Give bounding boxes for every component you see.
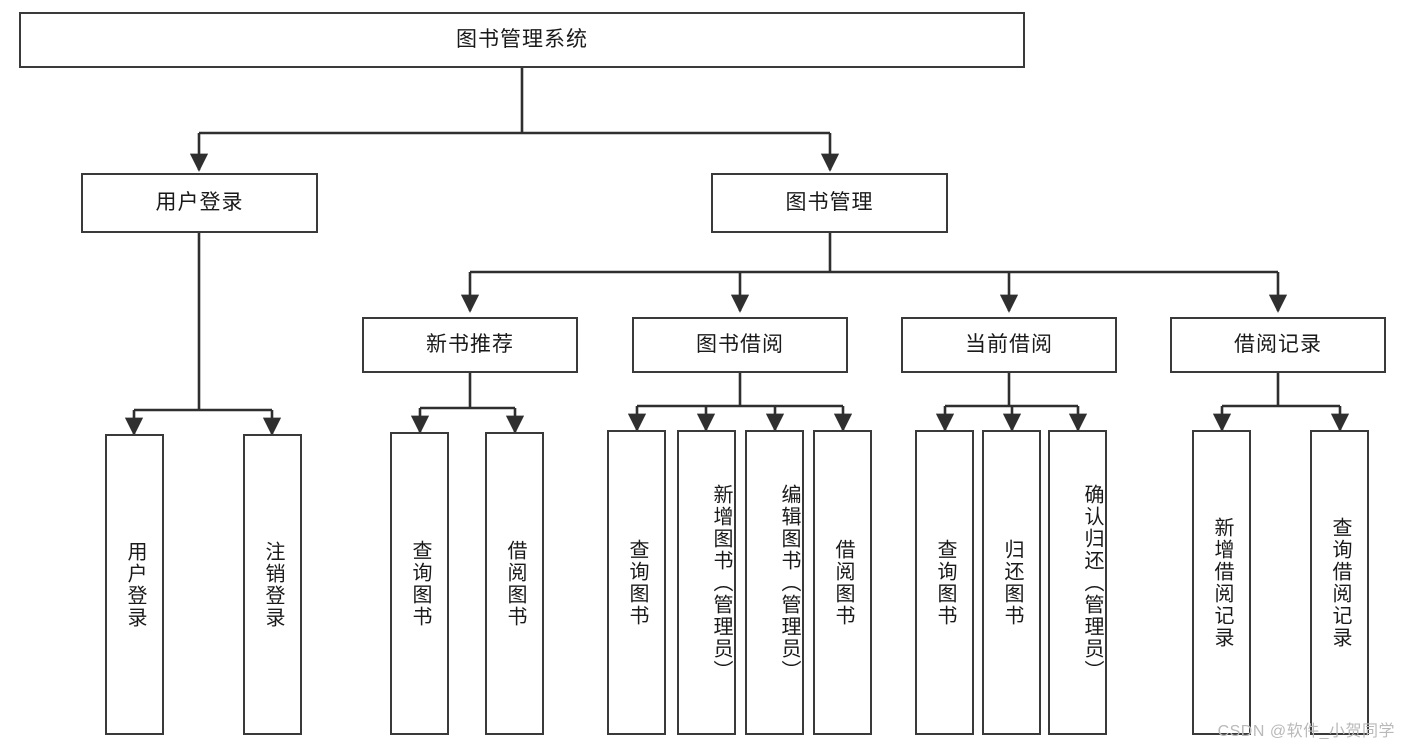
node-root-system-label: 图书管理系统 <box>456 28 588 52</box>
node-leaf-book-borrow-edit[interactable]: 编辑图书（管理员） <box>745 430 804 735</box>
node-borrow-record[interactable]: 借阅记录 <box>1170 317 1386 373</box>
node-leaf-user-login-signin-label: 用户登录 <box>124 540 146 629</box>
node-leaf-current-borrow-confirm[interactable]: 确认归还（管理员） <box>1048 430 1107 735</box>
node-leaf-book-borrow-add[interactable]: 新增图书（管理员） <box>677 430 736 735</box>
node-book-management[interactable]: 图书管理 <box>711 173 948 233</box>
node-leaf-current-borrow-query-label: 查询图书 <box>934 538 956 627</box>
node-leaf-borrow-record-query[interactable]: 查询借阅记录 <box>1310 430 1369 735</box>
node-leaf-user-login-logout[interactable]: 注销登录 <box>243 434 302 735</box>
node-leaf-book-borrow-query[interactable]: 查询图书 <box>607 430 666 735</box>
node-leaf-current-borrow-return-label: 归还图书 <box>1001 538 1023 627</box>
node-current-borrow-label: 当前借阅 <box>965 333 1053 357</box>
node-book-borrow-label: 图书借阅 <box>696 333 784 357</box>
csdn-watermark: CSDN @软件_小贺同学 <box>1217 723 1395 740</box>
node-book-borrow[interactable]: 图书借阅 <box>632 317 848 373</box>
node-leaf-borrow-record-query-label: 查询借阅记录 <box>1329 516 1351 649</box>
node-leaf-current-borrow-return[interactable]: 归还图书 <box>982 430 1041 735</box>
node-leaf-user-login-logout-label: 注销登录 <box>262 540 284 629</box>
node-user-login-label: 用户登录 <box>155 191 244 215</box>
node-current-borrow[interactable]: 当前借阅 <box>901 317 1117 373</box>
node-leaf-book-borrow-query-label: 查询图书 <box>626 538 648 627</box>
node-leaf-user-login-signin[interactable]: 用户登录 <box>105 434 164 735</box>
node-leaf-borrow-record-add-label: 新增借阅记录 <box>1211 516 1233 649</box>
node-user-login[interactable]: 用户登录 <box>81 173 318 233</box>
node-leaf-new-book-borrow-label: 借阅图书 <box>504 539 526 628</box>
node-new-book-recommend[interactable]: 新书推荐 <box>362 317 578 373</box>
node-leaf-new-book-borrow[interactable]: 借阅图书 <box>485 432 544 735</box>
node-leaf-book-borrow-borrow[interactable]: 借阅图书 <box>813 430 872 735</box>
node-borrow-record-label: 借阅记录 <box>1234 333 1322 357</box>
node-leaf-book-borrow-add-label: 新增图书（管理员） <box>710 483 732 682</box>
node-leaf-book-borrow-borrow-label: 借阅图书 <box>832 538 854 627</box>
node-leaf-new-book-query[interactable]: 查询图书 <box>390 432 449 735</box>
node-leaf-current-borrow-confirm-label: 确认归还（管理员） <box>1081 483 1103 682</box>
node-book-management-label: 图书管理 <box>785 191 874 215</box>
node-leaf-book-borrow-edit-label: 编辑图书（管理员） <box>778 483 800 682</box>
node-leaf-new-book-query-label: 查询图书 <box>409 539 431 628</box>
node-new-book-recommend-label: 新书推荐 <box>426 333 514 357</box>
node-root-system[interactable]: 图书管理系统 <box>19 12 1025 68</box>
node-leaf-current-borrow-query[interactable]: 查询图书 <box>915 430 974 735</box>
node-leaf-borrow-record-add[interactable]: 新增借阅记录 <box>1192 430 1251 735</box>
